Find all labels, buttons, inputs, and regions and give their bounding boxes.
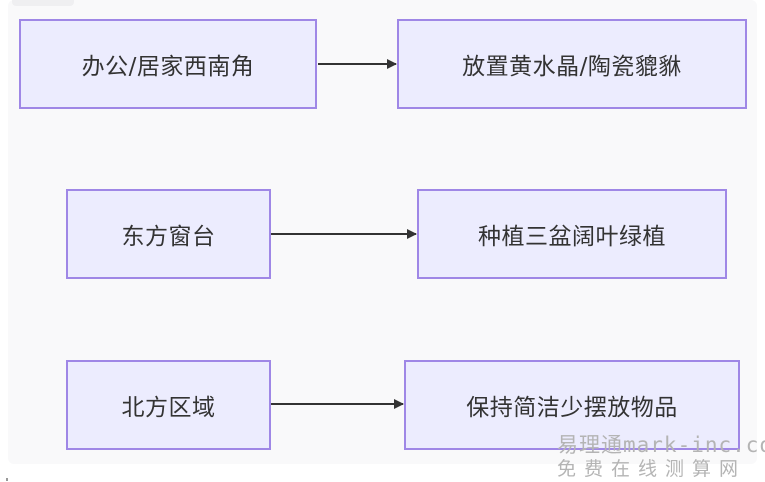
node-label: 保持简洁少摆放物品 xyxy=(466,395,678,421)
node-keep-tidy: 保持简洁少摆放物品 xyxy=(404,360,740,450)
watermark-slogan: 免费在线测算网 xyxy=(557,458,747,480)
panel-tab-chip xyxy=(12,0,74,6)
watermark-site: 易理通mark-inc.com xyxy=(557,433,765,457)
node-label: 北方区域 xyxy=(121,395,216,421)
node-plant-greenery: 种植三盆阔叶绿植 xyxy=(417,189,727,279)
corner-mark xyxy=(6,478,8,481)
node-east-windowsill: 东方窗台 xyxy=(66,189,271,279)
node-place-crystal: 放置黄水晶/陶瓷貔貅 xyxy=(397,19,747,109)
node-label: 放置黄水晶/陶瓷貔貅 xyxy=(462,54,682,80)
node-label: 东方窗台 xyxy=(121,224,216,250)
node-southwest-corner: 办公/居家西南角 xyxy=(19,19,317,109)
node-north-area: 北方区域 xyxy=(66,360,271,450)
node-label: 种植三盆阔叶绿植 xyxy=(478,224,666,250)
node-label: 办公/居家西南角 xyxy=(81,54,255,80)
